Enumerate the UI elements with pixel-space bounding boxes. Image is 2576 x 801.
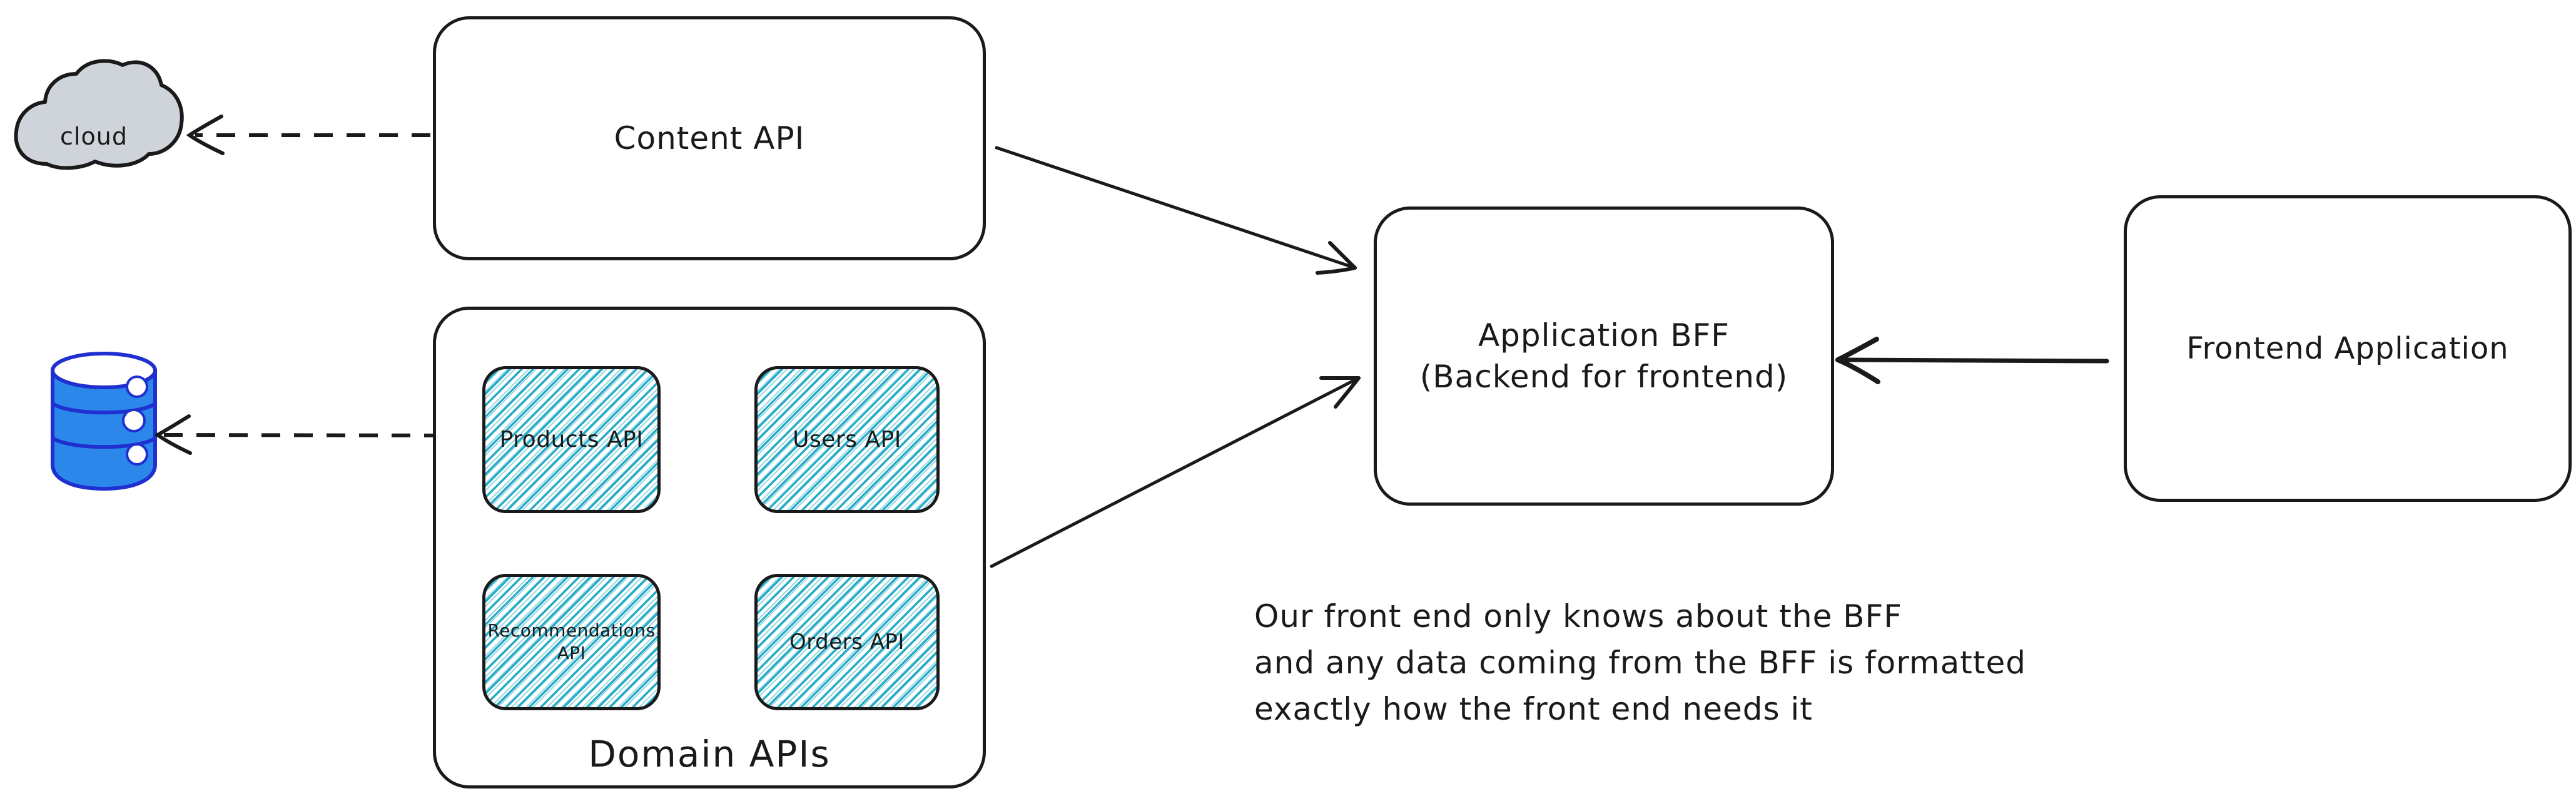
recommendations-api-label: Recommendations API [487, 620, 656, 663]
arrow-frontend-to-bff [1835, 337, 2109, 384]
bff-label-line1: Application BFF [1478, 317, 1730, 354]
frontend-application-label: Frontend Application [2186, 331, 2509, 366]
content-api-box: Content API [433, 16, 986, 260]
caption-text: Our front end only knows about the BFF a… [1254, 593, 2026, 732]
database-icon [51, 352, 157, 491]
arrow-domain-to-bff [990, 376, 1361, 568]
cloud-label: cloud [60, 123, 128, 150]
arrow-products-to-database [154, 414, 476, 455]
frontend-application-box: Frontend Application [2124, 195, 2572, 502]
caption-line-3: exactly how the front end needs it [1254, 691, 1813, 727]
recommendations-api-box: Recommendations API [482, 574, 661, 710]
caption-line-2: and any data coming from the BFF is form… [1254, 645, 2026, 681]
content-api-label: Content API [614, 120, 805, 156]
users-api-label: Users API [793, 426, 901, 452]
application-bff-box: Application BFF (Backend for frontend) [1374, 207, 1834, 506]
users-api-box: Users API [754, 366, 940, 513]
orders-api-box: Orders API [754, 574, 940, 710]
orders-api-label: Orders API [789, 630, 905, 655]
caption-line-1: Our front end only knows about the BFF [1254, 598, 1903, 635]
products-api-box: Products API [482, 366, 661, 513]
domain-apis-box: Products API Users API Recommendations A… [433, 307, 986, 788]
domain-apis-label: Domain APIs [588, 733, 831, 775]
bff-label-line2: (Backend for frontend) [1419, 359, 1788, 395]
cloud-icon [14, 59, 184, 170]
arrow-content-to-bff [995, 146, 1357, 275]
products-api-label: Products API [499, 426, 644, 452]
arrow-content-to-cloud [186, 115, 430, 155]
